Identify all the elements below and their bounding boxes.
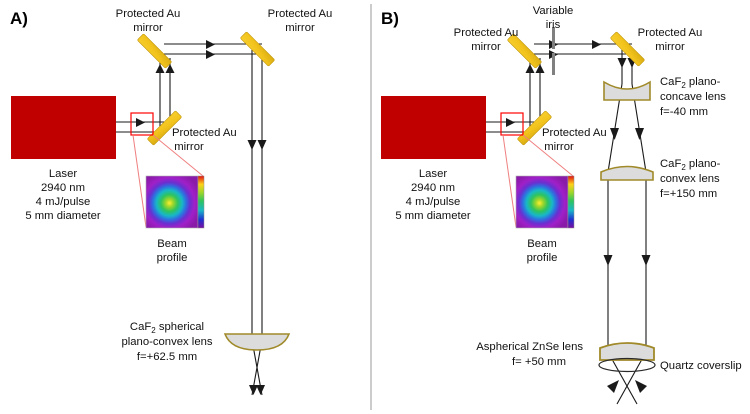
mirror-upper-left-b[interactable]	[507, 33, 542, 69]
laser-caption-line-3: 4 mJ/pulse	[406, 196, 461, 208]
lens-caf2-plano-convex-a[interactable]	[223, 333, 291, 351]
lens-znse-aspherical-b[interactable]	[599, 342, 655, 361]
lens-caf2-plano-concave-b-label: CaF2 plano- concave lens f=-40 mm	[660, 76, 726, 118]
lens-caf2-plano-convex-b[interactable]	[600, 165, 654, 181]
panel-b-label: B)	[381, 9, 399, 28]
variable-iris[interactable]	[552, 27, 555, 75]
lens-znse-label-line-2: f= +50 mm	[512, 356, 566, 368]
quartz-coverslip[interactable]	[598, 357, 656, 373]
laser-caption-line-2: 2940 nm	[411, 182, 455, 194]
mirror-label-line-1: Protected Au	[454, 27, 519, 39]
mirror-upper-right-b[interactable]	[610, 31, 645, 67]
mirror-label-line-2: mirror	[544, 141, 574, 153]
panel-a: A) Laser 2940 nm 4 mJ/pulse 5 mm diamete…	[10, 8, 333, 396]
quartz-coverslip-label: Quartz coverslip	[660, 360, 742, 372]
mirror-label-line-2: mirror	[174, 141, 204, 153]
mirror-lower-left-b-label: Protected Au mirror	[542, 127, 607, 153]
lens-convex-label-line-3: f=+150 mm	[660, 188, 717, 200]
beam-profile-caption-b: Beam profile	[527, 238, 558, 264]
mirror-lower-left-a[interactable]	[147, 110, 182, 146]
mirror-label-line-1: Protected Au	[116, 8, 181, 20]
beam-profile-colorbar	[568, 176, 574, 228]
beam-callout-box	[130, 112, 154, 136]
beam-profile-caption-line-1: Beam	[527, 238, 557, 250]
laser-caption-line-2: 2940 nm	[41, 182, 85, 194]
lens-convex-label-line-1: CaF2 plano-	[660, 158, 721, 172]
lens-caf2-plano-convex-a-label: CaF2 spherical plano-convex lens f=+62.5…	[121, 321, 212, 363]
beam-profile-colorbar	[198, 176, 204, 228]
laser-caption: Laser 2940 nm 4 mJ/pulse 5 mm diameter	[395, 168, 471, 222]
beam-profile-caption-line-2: profile	[157, 252, 188, 264]
lens-convex-label-line-2: convex lens	[660, 173, 720, 185]
iris-label-line-1: Variable	[533, 5, 574, 17]
laser-caption-line-4: 5 mm diameter	[395, 210, 471, 222]
beam-profile-caption-line-1: Beam	[157, 238, 187, 250]
laser-caption-line-1: Laser	[419, 168, 447, 180]
laser-caption-line-1: Laser	[49, 168, 77, 180]
laser-caption: Laser 2940 nm 4 mJ/pulse 5 mm diameter	[25, 168, 101, 222]
mirror-upper-right-a-label: Protected Au mirror	[268, 8, 333, 34]
mirror-label-line-1: Protected Au	[542, 127, 607, 139]
beam-profile-caption-line-2: profile	[527, 252, 558, 264]
variable-iris-label: Variable iris	[533, 5, 574, 31]
beam-profile-image-a	[145, 175, 205, 229]
beam-direction-arrows-b	[506, 40, 651, 393]
iris-label-line-2: iris	[546, 19, 561, 31]
lens-znse-aspherical-b-label: Aspherical ZnSe lens f= +50 mm	[476, 341, 583, 368]
mirror-upper-left-b-label: Protected Au mirror	[454, 27, 519, 53]
mirror-upper-right-b-label: Protected Au mirror	[638, 27, 703, 53]
lens-caf2-plano-convex-b-label: CaF2 plano- convex lens f=+150 mm	[660, 158, 721, 200]
lens-znse-label-line-1: Aspherical ZnSe lens	[476, 341, 583, 353]
lens-a-label-line-1: CaF2 spherical	[130, 321, 204, 335]
beam-callout-leader-lines	[502, 134, 574, 228]
beam-direction-arrows-a	[136, 40, 267, 395]
mirror-lower-left-a-label: Protected Au mirror	[172, 127, 237, 153]
mirror-label-line-1: Protected Au	[638, 27, 703, 39]
lens-a-label-line-3: f=+62.5 mm	[137, 351, 197, 363]
mirror-label-line-2: mirror	[655, 41, 685, 53]
mirror-label-line-1: Protected Au	[268, 8, 333, 20]
mirror-lower-left-b[interactable]	[517, 110, 552, 146]
lens-a-label-line-2: plano-convex lens	[121, 336, 212, 348]
beam-profile-image-b	[515, 175, 575, 229]
lens-concave-label-line-1: CaF2 plano-	[660, 76, 721, 90]
laser-box	[381, 96, 486, 159]
mirror-label-line-2: mirror	[471, 41, 501, 53]
mirror-label-line-2: mirror	[133, 22, 163, 34]
laser-box	[11, 96, 116, 159]
panel-b: B) Laser 2940 nm 4 mJ/pulse 5 mm diamete…	[381, 5, 742, 405]
lens-concave-label-line-3: f=-40 mm	[660, 106, 708, 118]
mirror-label-line-2: mirror	[285, 22, 315, 34]
beam-profile-caption-a: Beam profile	[157, 238, 188, 264]
mirror-upper-right-a[interactable]	[240, 31, 275, 67]
lens-caf2-plano-concave-b[interactable]	[603, 80, 651, 101]
laser-caption-line-3: 4 mJ/pulse	[36, 196, 91, 208]
mirror-label-line-1: Protected Au	[172, 127, 237, 139]
mirror-upper-left-a[interactable]	[137, 33, 172, 69]
laser-caption-line-4: 5 mm diameter	[25, 210, 101, 222]
mirror-upper-left-a-label: Protected Au mirror	[116, 8, 181, 34]
lens-concave-label-line-2: concave lens	[660, 91, 726, 103]
beam-callout-leader-lines	[132, 134, 204, 228]
beam-callout-box	[500, 112, 524, 136]
panel-a-label: A)	[10, 9, 28, 28]
